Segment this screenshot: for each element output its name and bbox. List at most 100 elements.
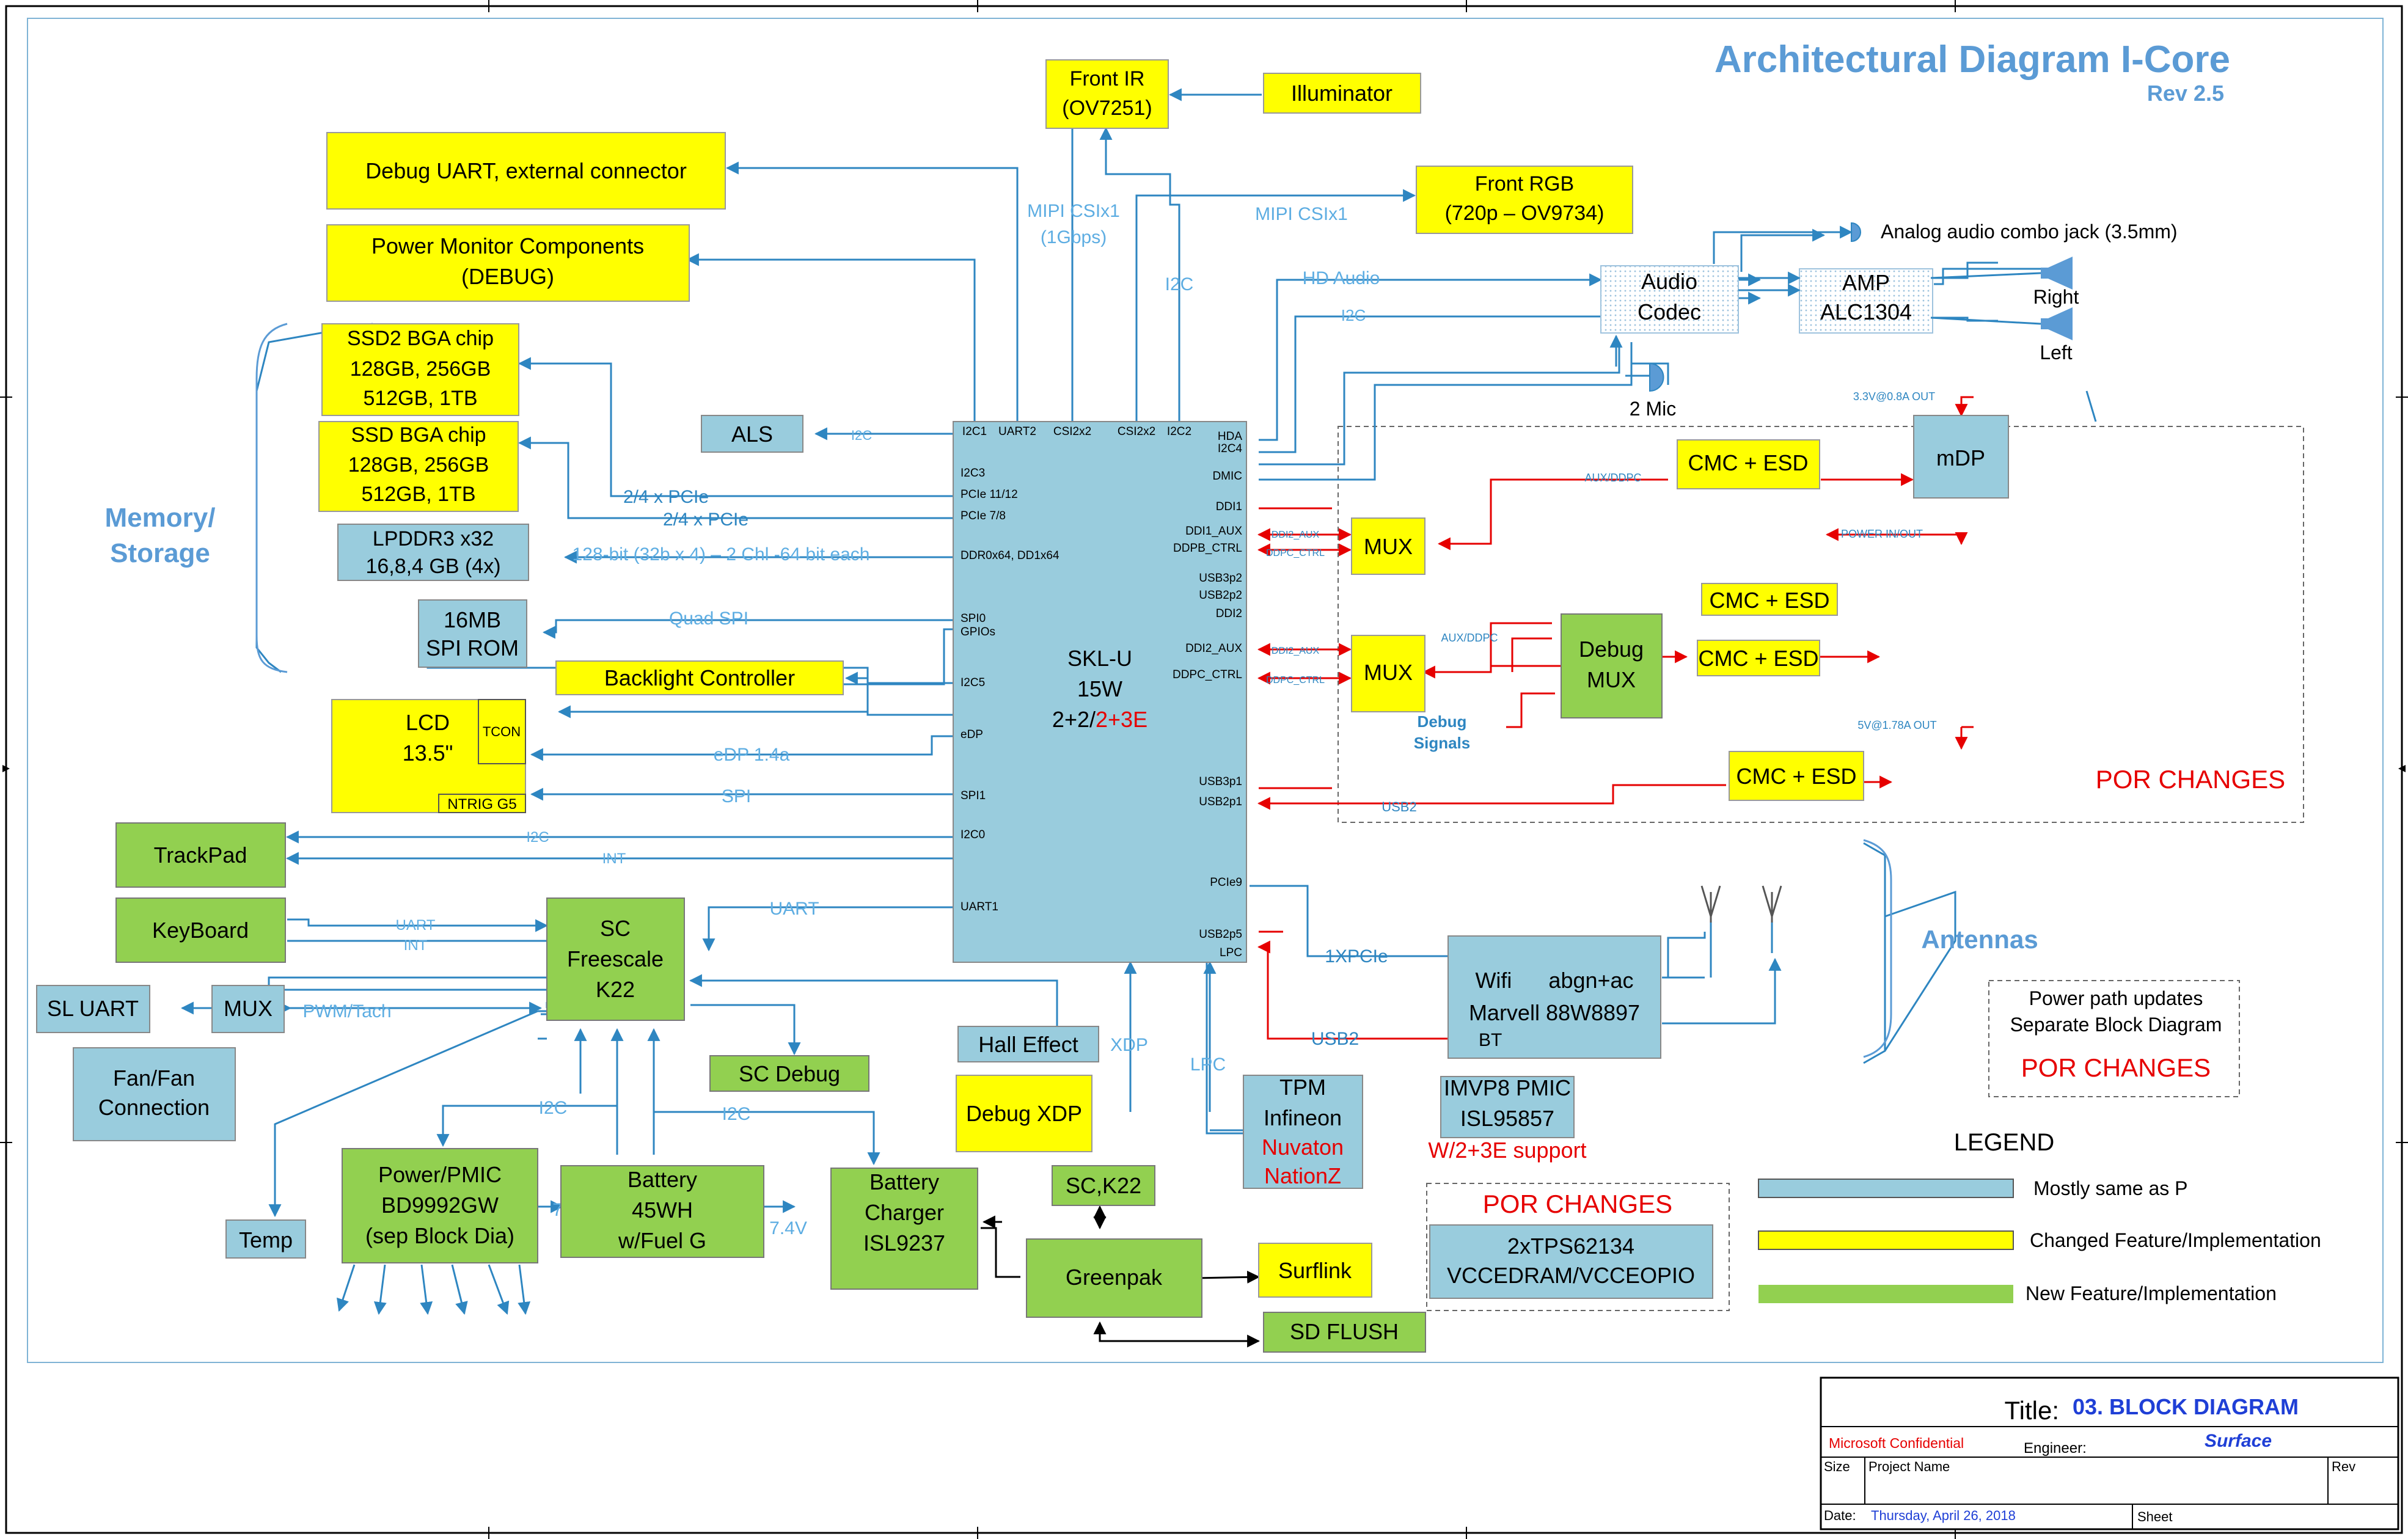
cpu-pin-left-label: SPI1 [961, 789, 986, 802]
power-path-label-2: Separate Block Diagram [2010, 1014, 2222, 1036]
ssd-label-2: 128GB, 256GB [348, 453, 489, 477]
debug-uart-block [326, 132, 726, 210]
greenpak-label: Greenpak [1066, 1265, 1163, 1290]
front-ir-label-2: (OV7251) [1062, 97, 1152, 120]
mux-right-label-2: MUX [1364, 660, 1413, 685]
power-path-label-1: Power path updates [2029, 987, 2203, 1009]
legend-label-blue: Mostly same as P [2033, 1177, 2188, 1199]
por-changes-label-1: POR CHANGES [2096, 765, 2285, 794]
debug-mux-label-1: Debug [1579, 637, 1644, 662]
keyboard-block [115, 897, 286, 963]
lpddr3-label-1: LPDDR3 x32 [373, 527, 494, 550]
sd-flush-block [1263, 1312, 1426, 1353]
power-path-box [1988, 980, 2240, 1097]
cpu-pin-top-label: CSI2x2 [1053, 425, 1091, 438]
sc-k22-label: SC,K22 [1066, 1173, 1141, 1198]
title-block: Title: 03. BLOCK DIAGRAM Microsoft Confi… [1820, 1376, 2399, 1530]
front-rgb-block [1416, 166, 1633, 234]
sl-uart-label: SL UART [47, 996, 139, 1021]
ntrig-label: NTRIG G5 [447, 796, 516, 813]
cpu-pin-left-label: DDR0x64, DD1x64 [961, 549, 1059, 562]
rev-label: Rev [2332, 1459, 2355, 1474]
power-monitor-label-1: Power Monitor Components [371, 233, 644, 258]
mux-right-block-1 [1351, 517, 1425, 575]
skl-u-label-2: 15W [1077, 676, 1122, 701]
sheet-label: Sheet [2137, 1509, 2173, 1524]
voltage-label-2: 7.4V [769, 1218, 807, 1238]
cpu-pin-left-label: eDP [961, 728, 983, 741]
imvp8-label-3: W/2+3E support [1428, 1138, 1586, 1163]
memory-storage-label-2: Storage [110, 538, 210, 568]
lcd-label-2: 13.5" [403, 740, 453, 766]
trackpad-label: TrackPad [154, 843, 247, 868]
wifi-block [1447, 935, 1661, 1059]
por-changes-label-2: POR CHANGES [2021, 1053, 2211, 1082]
ssd2-label-3: 512GB, 1TB [363, 387, 477, 410]
por-changes-region [1338, 426, 2304, 823]
title-value: 03. BLOCK DIAGRAM [2073, 1394, 2299, 1419]
sd-flush-label: SD FLUSH [1290, 1319, 1399, 1344]
cpu-pin-right-label: PCIe9 [1210, 876, 1242, 889]
tps-block [1429, 1224, 1713, 1299]
als-label: ALS [731, 422, 773, 447]
sc-freescale-label-3: K22 [596, 977, 635, 1002]
legend-swatch-yellow [1758, 1230, 2014, 1250]
i2c-label-trackpad: I2C [526, 829, 549, 846]
front-ir-label-1: Front IR [1070, 67, 1145, 90]
debug-mux-label-2: MUX [1587, 667, 1636, 692]
cpu-pin-left-label: PCIe 11/12 [961, 488, 1018, 501]
audio-codec-label-1: Audio [1641, 269, 1697, 294]
i2c-label-pmic: I2C [539, 1098, 568, 1118]
greenpak-block [1026, 1238, 1202, 1318]
sc-debug-label: SC Debug [739, 1061, 840, 1086]
mic-icon [1649, 362, 1664, 392]
cmc-esd-block-3 [1697, 640, 1820, 676]
battery-block [560, 1165, 764, 1258]
legend: LEGEND Mostly same as P Changed Feature/… [1758, 1129, 2321, 1304]
uart-label-sc: UART [769, 899, 819, 919]
pcie-1x-label: 1XPCIe [1325, 946, 1388, 967]
antenna-icons [1700, 885, 1782, 923]
v33-label: 3.3V@0.8A OUT [1853, 390, 1935, 403]
cpu-pin-right-label: USB3p2 [1199, 572, 1242, 585]
sc-k22-block [1052, 1165, 1155, 1206]
fan-block [73, 1047, 236, 1141]
power-pmic-label-3: (sep Block Dia) [365, 1223, 514, 1248]
debug-signals-label-1: Debug [1418, 712, 1467, 731]
lcd-label-1: LCD [406, 710, 450, 735]
backlight-label: Backlight Controller [604, 665, 795, 690]
amp-block [1799, 268, 1933, 334]
debug-signals-label-2: Signals [1414, 734, 1470, 752]
i2c-label-als: I2C [851, 428, 872, 443]
cpu-pin-right-label: USB3p1 [1199, 775, 1242, 788]
skl-power-red: 2+3E [1096, 707, 1147, 732]
audio-peripherals: Analog audio combo jack (3.5mm) 2 Mic Ri… [1609, 221, 2178, 420]
legend-swatch-green [1758, 1285, 2013, 1303]
ssd-block [318, 421, 519, 512]
amp-label-2: ALC1304 [1820, 299, 1912, 324]
ssd2-label-1: SSD2 BGA chip [347, 327, 494, 350]
ntrig-block [438, 794, 526, 813]
ssd-label-1: SSD BGA chip [351, 423, 486, 447]
aux-ddpc-label-1: AUX/DDPC [1584, 472, 1641, 484]
antennas-brace [1863, 839, 1892, 1058]
hd-audio-label: HD Audio [1303, 268, 1380, 288]
pwm-tach-label: PWM/Tach [302, 1001, 391, 1022]
battery-label-1: Battery [628, 1167, 697, 1192]
i2c-label-top: I2C [1165, 274, 1194, 294]
debug-uart-label: Debug UART, external connector [365, 158, 687, 183]
skl-u-label-1: SKL-U [1067, 646, 1132, 671]
spi-label: SPI [722, 786, 751, 806]
power-pmic-block [342, 1148, 538, 1263]
sc-freescale-label-1: SC [600, 916, 631, 941]
cpu-pin-top-label: UART2 [998, 425, 1036, 438]
cpu-pin-right-label: DDPC_CTRL [1173, 668, 1242, 681]
quad-spi-label: Quad SPI [669, 609, 748, 629]
cpu-pin-right-label: USB2p5 [1199, 928, 1242, 941]
spi-rom-block [418, 599, 527, 668]
mdp-block [1913, 415, 2009, 499]
power-pmic-label-2: BD9992GW [381, 1193, 499, 1218]
